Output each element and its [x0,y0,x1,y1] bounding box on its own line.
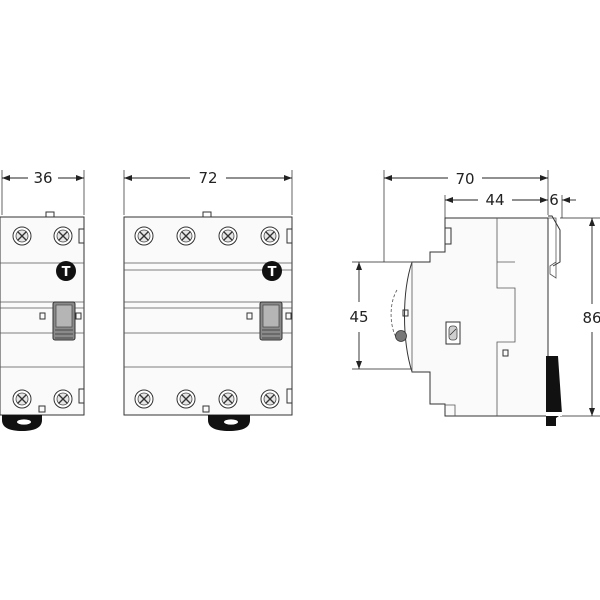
toggle-lever-icon [52,301,76,341]
dim-depth-clip: 6 [534,191,576,218]
din-rail-clip-icon [208,415,250,431]
toggle-lever-icon [445,321,461,345]
dim-width-4-module: 72 [123,169,293,215]
test-button-label: T [268,265,277,280]
terminal-screw-icon [53,389,73,409]
dim-height-front: 45 [349,261,412,370]
dim-36-label: 36 [33,169,52,187]
dim-86-label: 86 [582,309,600,327]
dim-depth-overall: 70 [383,170,549,262]
terminal-screw-icon [260,389,280,409]
test-button-label: T [62,265,71,280]
terminal-screw-icon [176,389,196,409]
front-view-4-module: 72 T [123,169,293,431]
dim-6-label: 6 [549,191,559,209]
dim-45-label: 45 [349,308,368,326]
terminal-screw-icon [218,226,238,246]
side-body-profile [404,217,549,417]
dim-72-label: 72 [198,169,217,187]
terminal-screw-icon [134,389,154,409]
test-button-icon: T [262,261,282,281]
terminal-screw-icon [260,226,280,246]
terminal-screw-icon [176,226,196,246]
test-button-icon: T [56,261,76,281]
dim-height-overall: 86 [560,217,600,417]
din-rail-clip-icon [2,415,42,431]
dim-70-label: 70 [455,170,474,188]
terminal-screw-icon [134,226,154,246]
front-view-2-module: 36 T [0,169,85,431]
side-view: 70 44 6 45 [349,170,600,426]
terminal-screw-icon [53,226,73,246]
terminal-screw-icon [218,389,238,409]
dim-width-2-module: 36 [1,169,85,215]
dim-44-label: 44 [485,191,504,209]
dim-depth-front: 44 [444,191,548,218]
terminal-screw-icon [12,226,32,246]
toggle-lever-icon [259,301,283,341]
side-test-knob [395,330,407,342]
terminal-screw-icon [12,389,32,409]
din-rail-clip-icon [546,356,562,426]
